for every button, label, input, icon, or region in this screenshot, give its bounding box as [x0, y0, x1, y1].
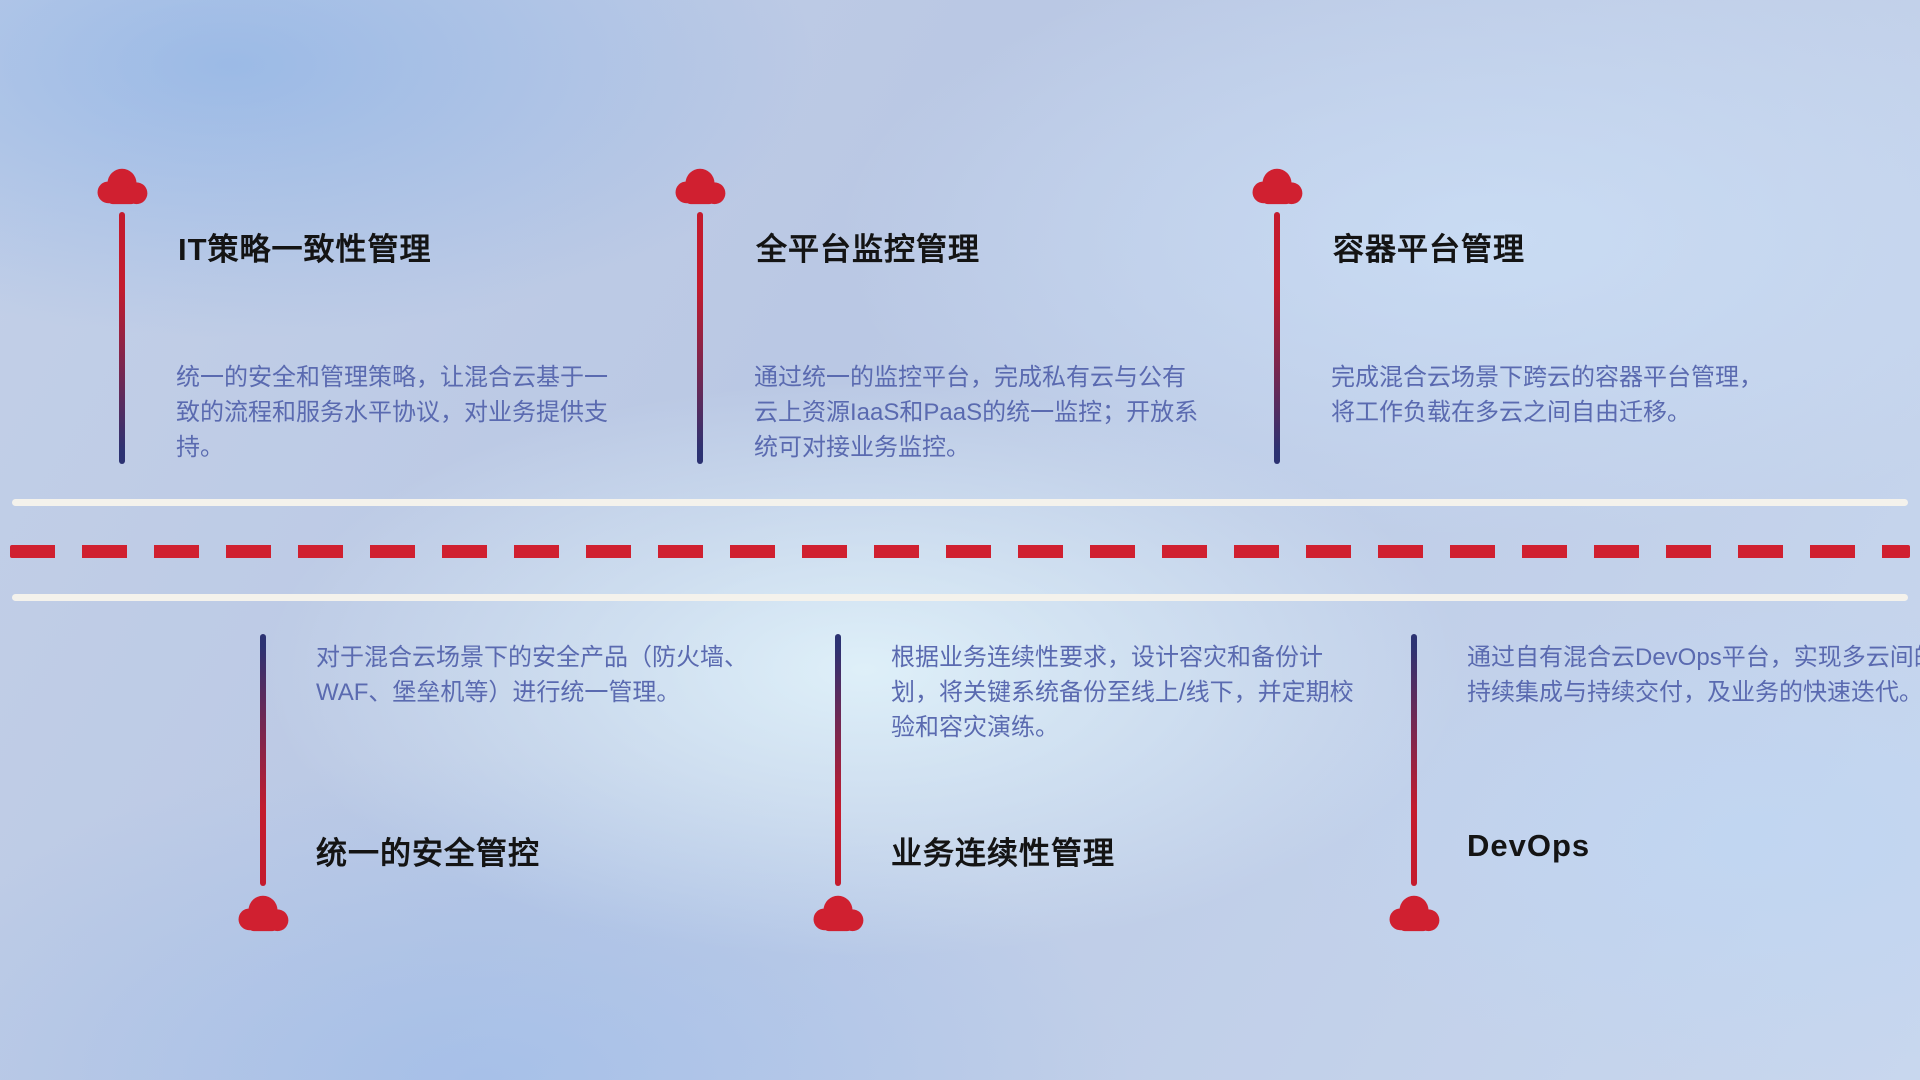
item-pole — [835, 634, 841, 886]
item-description: 完成混合云场景下跨云的容器平台管理，将工作负载在多云之间自由迁移。 — [1331, 364, 1763, 426]
item-description: 通过自有混合云DevOps平台，实现多云间的持续集成与持续交付，及业务的快速迭代… — [1467, 644, 1920, 706]
item-pole — [260, 634, 266, 886]
cloud-icon — [1385, 893, 1443, 933]
road-line-bottom — [12, 594, 1908, 601]
cloud-icon — [234, 893, 292, 933]
item-pole — [697, 212, 703, 464]
item-title: DevOps — [1467, 828, 1591, 863]
item-pole — [119, 212, 125, 464]
cloud-icon — [93, 166, 151, 206]
cloud-icon — [1248, 166, 1306, 206]
item-description: 通过统一的监控平台，完成私有云与公有云上资源IaaS和PaaS的统一监控；开放系… — [754, 364, 1199, 461]
item-pole — [1411, 634, 1417, 886]
item-title: 业务连续性管理 — [891, 836, 1115, 871]
item-title: 容器平台管理 — [1333, 232, 1525, 267]
road-line-top — [12, 499, 1908, 506]
cloud-icon — [809, 893, 867, 933]
item-description: 根据业务连续性要求，设计容灾和备份计划，将关键系统备份至线上/线下，并定期校验和… — [891, 644, 1354, 741]
cloud-icon — [671, 166, 729, 206]
item-title: IT策略一致性管理 — [178, 232, 432, 267]
item-title: 统一的安全管控 — [316, 836, 540, 871]
item-pole — [1274, 212, 1280, 464]
road-dashed-center-line — [10, 545, 1910, 558]
item-description: 统一的安全和管理策略，让混合云基于一致的流程和服务水平协议，对业务提供支持。 — [176, 364, 608, 461]
item-title: 全平台监控管理 — [756, 232, 980, 267]
item-description: 对于混合云场景下的安全产品（防火墙、WAF、堡垒机等）进行统一管理。 — [316, 644, 748, 706]
